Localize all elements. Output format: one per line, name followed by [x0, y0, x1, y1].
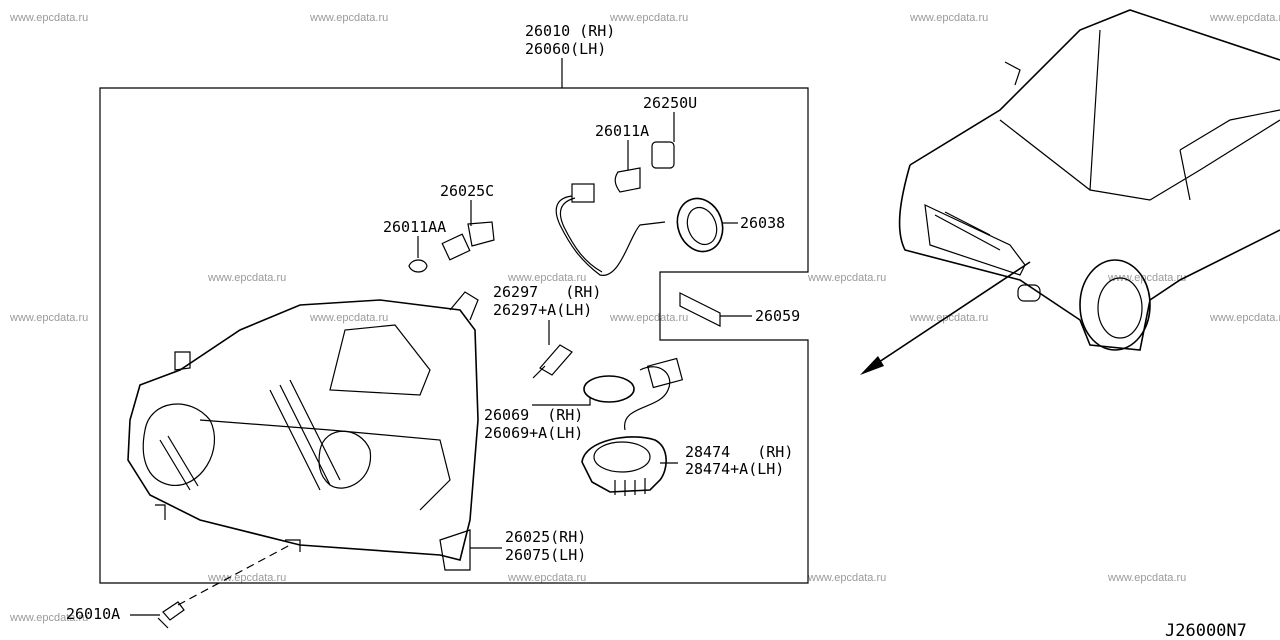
assembly-frame: [99, 87, 809, 584]
bulb-26011a: [614, 140, 641, 193]
seal-26069: [532, 375, 635, 406]
cap-26038: [676, 197, 738, 253]
watermark: www.epcdata.ru: [1107, 572, 1186, 584]
watermark: www.epcdata.ru: [909, 312, 988, 324]
watermark: www.epcdata.ru: [309, 312, 388, 324]
watermark: www.epcdata.ru: [1107, 272, 1186, 284]
ballast-28474: [581, 357, 684, 496]
watermark: www.epcdata.ru: [1209, 312, 1280, 324]
part-label: 26010 (RH): [525, 22, 615, 40]
harness-and-socket: [555, 183, 666, 276]
watermark: www.epcdata.ru: [609, 12, 688, 24]
part-label: 26075(LH): [505, 546, 586, 564]
part-label: 26060(LH): [525, 40, 606, 58]
part-label: 26297 (RH): [493, 283, 601, 301]
part-label: 26025(RH): [505, 528, 586, 546]
callout-arrow: [860, 261, 1031, 375]
part-label: 26010A: [66, 605, 120, 623]
watermark: www.epcdata.ru: [507, 272, 586, 284]
part-label: 28474+A(LH): [685, 460, 784, 478]
part-label: 26011A: [595, 122, 649, 140]
watermark: www.epcdata.ru: [807, 572, 886, 584]
headlamp-housing-drawing: [127, 291, 502, 571]
part-labels: 26010 (RH) 26060(LH) 26250U 26011A 26025…: [66, 22, 1247, 640]
watermark: www.epcdata.ru: [609, 312, 688, 324]
watermark: www.epcdata.ru: [207, 572, 286, 584]
label-26059: [679, 292, 752, 327]
diagram-code: J26000N7: [1165, 621, 1247, 640]
part-label: 26025C: [440, 182, 494, 200]
part-label: 26069+A(LH): [484, 424, 583, 442]
part-label: 26297+A(LH): [493, 301, 592, 319]
part-label: 28474 (RH): [685, 443, 793, 461]
watermark: www.epcdata.ru: [9, 12, 88, 24]
watermark: www.epcdata.ru: [9, 312, 88, 324]
watermark: www.epcdata.ru: [909, 12, 988, 24]
part-label: 26059: [755, 307, 800, 325]
watermark: www.epcdata.ru: [207, 272, 286, 284]
watermark: www.epcdata.ru: [807, 272, 886, 284]
socket-26025c: [441, 200, 495, 261]
watermark: www.epcdata.ru: [507, 572, 586, 584]
bulb-26297: [532, 320, 573, 379]
watermarks: www.epcdata.ru www.epcdata.ru www.epcdat…: [9, 12, 1280, 624]
part-label: 26011AA: [383, 218, 446, 236]
socket-26250u: [651, 112, 675, 169]
watermark: www.epcdata.ru: [9, 612, 88, 624]
part-label: 26250U: [643, 94, 697, 112]
vehicle-drawing: [898, 9, 1280, 351]
watermark: www.epcdata.ru: [309, 12, 388, 24]
bulb-26011aa: [408, 236, 428, 273]
part-label: 26038: [740, 214, 785, 232]
screw-26010a: [130, 544, 291, 629]
watermark: www.epcdata.ru: [1209, 12, 1280, 24]
part-label: 26069 (RH): [484, 406, 583, 424]
